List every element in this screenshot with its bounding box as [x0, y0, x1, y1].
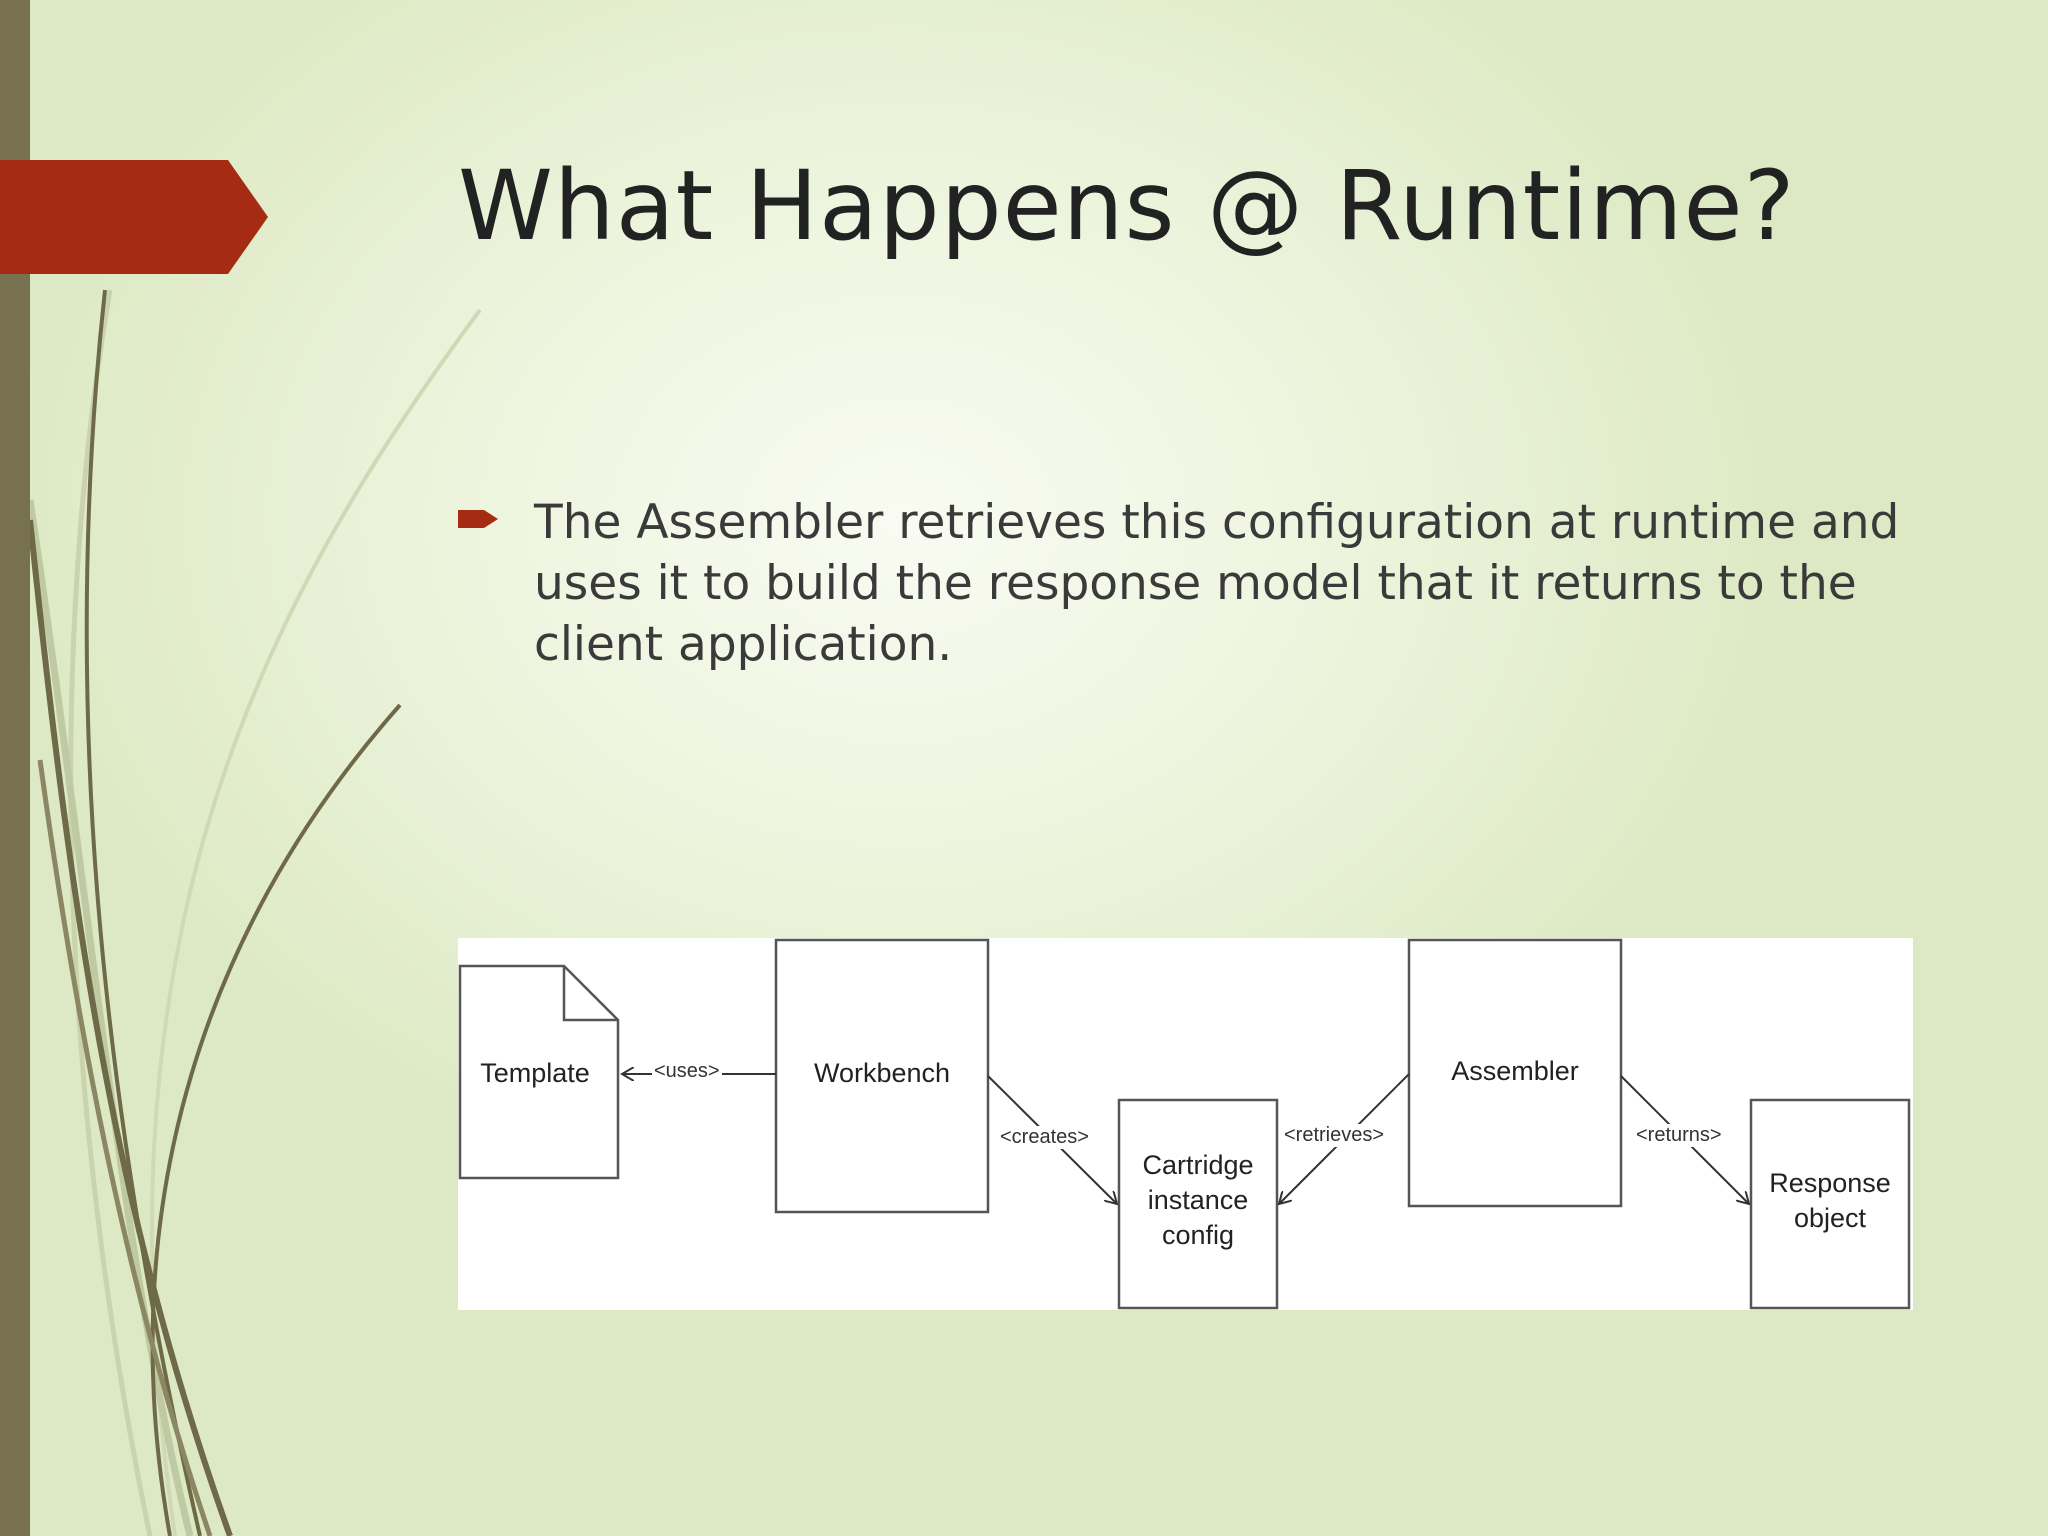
- diagram-shapes: [458, 938, 1911, 1310]
- response-label: Response object: [1769, 1168, 1891, 1233]
- slide-title: What Happens @ Runtime?: [458, 150, 1796, 262]
- assembler-label: Assembler: [1451, 1056, 1579, 1086]
- arrow-bullet-icon: [458, 510, 498, 528]
- bullet-text: The Assembler retrieves this configurati…: [534, 495, 1900, 672]
- assembler-shape: [1407, 938, 1623, 1208]
- runtime-diagram: Template Workbench Cartridge instance co…: [458, 938, 1913, 1310]
- cartridge-label: Cartridge instance config: [1142, 1150, 1254, 1250]
- cartridge-shape: [1117, 1098, 1279, 1310]
- edge-returns-label: <returns>: [1634, 1124, 1724, 1147]
- bullet-item: The Assembler retrieves this configurati…: [458, 492, 1918, 675]
- edge-creates-label: <creates>: [998, 1126, 1091, 1149]
- grass-decoration: [26, 289, 482, 1536]
- edge-retrieves-label: <retrieves>: [1282, 1124, 1387, 1147]
- edge-uses-label: <uses>: [652, 1060, 722, 1083]
- response-shape: [1749, 1098, 1911, 1310]
- workbench-label: Workbench: [813, 1058, 951, 1088]
- title-flag-shape: [0, 160, 268, 274]
- workbench-shape: [774, 938, 990, 1214]
- template-label: Template: [480, 1058, 590, 1088]
